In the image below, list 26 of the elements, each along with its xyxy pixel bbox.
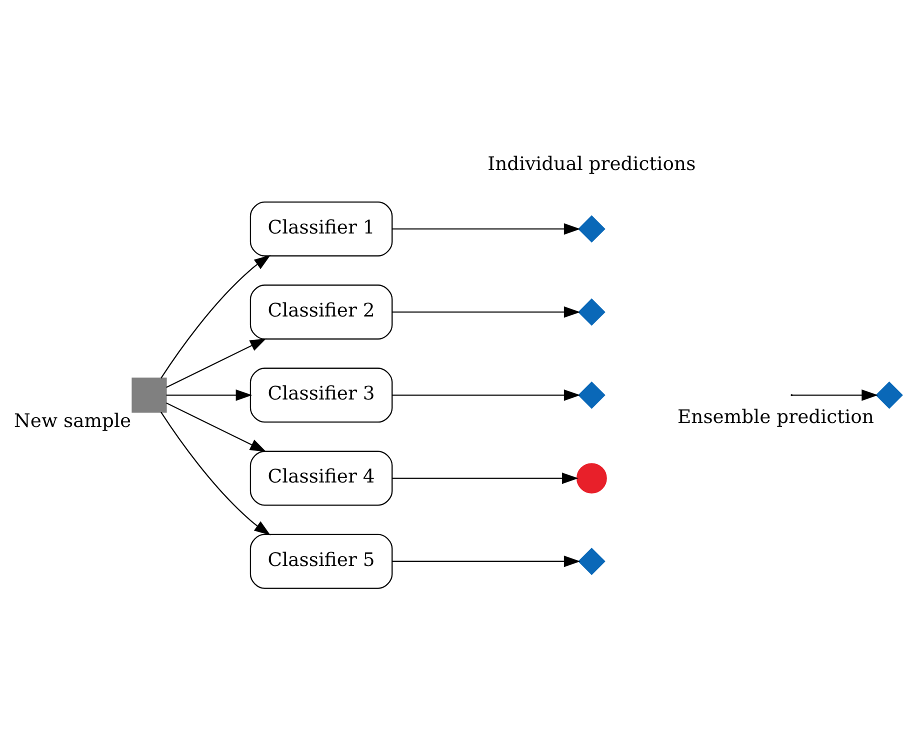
arrow	[166, 338, 266, 388]
node-circle	[576, 463, 607, 494]
node-box: Classifier 1	[250, 201, 393, 256]
arrow	[392, 472, 578, 484]
node-box: Classifier 3	[250, 368, 393, 423]
arrow	[792, 389, 878, 401]
arrow	[392, 556, 580, 568]
node-label: Ensemble prediction	[677, 407, 874, 428]
label: Individual predictions	[488, 154, 696, 176]
node-box: Classifier 2	[250, 284, 393, 340]
arrow	[392, 306, 580, 318]
arrow	[392, 389, 580, 401]
node-cross	[578, 215, 606, 243]
node-box: Classifier 5	[250, 534, 393, 589]
node-cross	[578, 298, 606, 326]
arrow	[166, 389, 252, 401]
arrow	[166, 402, 266, 452]
node-label: New sample	[14, 411, 132, 432]
arrow	[160, 412, 271, 536]
node-cross	[578, 548, 606, 576]
node-cross	[578, 381, 606, 409]
node-box: Classifier 4	[250, 450, 393, 506]
arrow	[160, 254, 271, 378]
node-box	[132, 378, 167, 413]
node-cross	[876, 381, 903, 409]
arrow	[392, 223, 580, 235]
